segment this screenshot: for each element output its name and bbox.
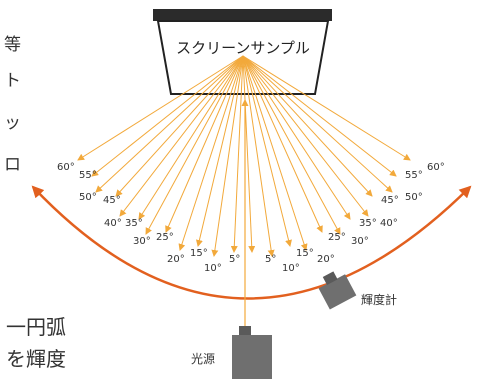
angle-label: 10° xyxy=(204,263,222,274)
angle-label: 25° xyxy=(328,232,346,243)
reflected-ray xyxy=(211,55,244,257)
reflected-ray xyxy=(242,55,292,247)
reflected-ray xyxy=(230,55,244,253)
side-text-char: 等 xyxy=(4,35,21,55)
angle-label: 45° xyxy=(381,195,399,206)
side-text-char: ト xyxy=(4,71,21,91)
reflected-ray xyxy=(115,55,244,197)
angle-label: 60° xyxy=(57,162,75,173)
reflected-ray xyxy=(242,55,275,257)
angle-label: 30° xyxy=(133,236,151,247)
angle-label: 25° xyxy=(156,232,174,243)
reflected-ray xyxy=(145,55,244,235)
angle-label: 15° xyxy=(190,248,208,259)
reflected-ray xyxy=(91,55,244,177)
reflected-ray xyxy=(95,55,244,193)
luminance-meter-icon xyxy=(318,271,357,310)
angle-label: 55° xyxy=(79,170,97,181)
reflected-ray xyxy=(195,55,244,247)
reflected-ray xyxy=(242,55,341,235)
angle-label: 35° xyxy=(125,218,143,229)
reflected-ray xyxy=(242,55,411,161)
angle-label: 35° xyxy=(359,218,377,229)
screen-top-bar xyxy=(153,9,332,21)
light-source-label: 光源 xyxy=(191,352,215,366)
side-text-line: 一円弧 xyxy=(6,315,66,339)
reflected-ray xyxy=(242,55,373,197)
reflected-ray xyxy=(178,55,244,251)
right-angle-labels: 5° 10° 15° 20° 25° 30° 35° 40° 45° 50° 5… xyxy=(265,162,445,274)
angle-label: 30° xyxy=(351,236,369,247)
angle-label: 50° xyxy=(405,192,423,203)
reflected-ray xyxy=(242,55,397,177)
angle-label: 55° xyxy=(405,170,423,181)
angle-label: 5° xyxy=(265,254,276,265)
angle-label: 15° xyxy=(296,248,314,259)
reflected-rays xyxy=(77,55,411,257)
angle-label: 20° xyxy=(317,254,335,265)
angle-label: 40° xyxy=(104,218,122,229)
measurement-arc-arrow xyxy=(31,185,472,300)
screen-label: スクリーンサンプル xyxy=(176,39,310,57)
reflected-ray xyxy=(242,55,256,253)
side-text-char: ッ xyxy=(4,113,21,133)
angle-label: 50° xyxy=(79,192,97,203)
reflected-ray xyxy=(242,55,308,251)
reflected-ray xyxy=(77,55,244,161)
angle-label: 40° xyxy=(380,218,398,229)
light-source-icon xyxy=(232,326,272,379)
side-text-char: ロ xyxy=(4,155,21,175)
angle-label: 20° xyxy=(167,254,185,265)
angle-label: 5° xyxy=(229,254,240,265)
reflected-ray xyxy=(242,55,393,193)
side-text-line: を輝度 xyxy=(6,347,66,371)
angle-label: 10° xyxy=(282,263,300,274)
luminance-meter-label: 輝度計 xyxy=(361,292,397,307)
angle-label: 45° xyxy=(103,195,121,206)
angle-label: 60° xyxy=(427,162,445,173)
reflected-ray xyxy=(242,55,323,233)
reflected-ray xyxy=(165,55,244,233)
